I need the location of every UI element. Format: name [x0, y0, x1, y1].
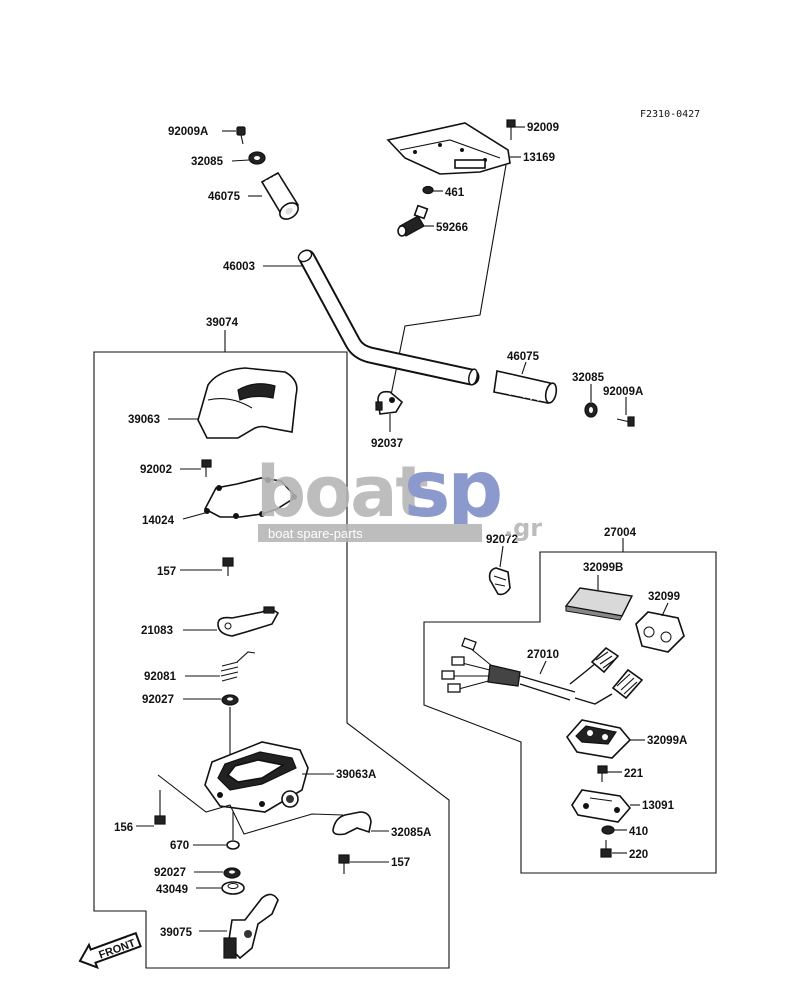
label-43049: 43049	[156, 884, 188, 896]
label-156: 156	[114, 822, 133, 834]
diagram-code: F2310-0427	[640, 109, 700, 120]
spring-92081	[220, 651, 256, 682]
label-32085-left: 32085	[191, 156, 224, 168]
label-220: 220	[629, 849, 648, 861]
label-59266: 59266	[436, 222, 468, 234]
label-32099A: 32099A	[647, 735, 687, 747]
clip-92072	[488, 567, 511, 596]
label-13091: 13091	[642, 800, 675, 812]
label-461: 461	[445, 187, 465, 199]
grip-46075-left	[260, 171, 300, 220]
clamp-92037	[375, 390, 404, 415]
bracket-13169	[386, 122, 511, 175]
assembly-outline-27004	[423, 551, 717, 874]
screw-157-b	[338, 854, 350, 874]
label-92002: 92002	[140, 464, 172, 476]
housing-32099A	[565, 719, 632, 759]
plate-21083	[217, 606, 280, 637]
label-46075-right: 46075	[507, 351, 540, 363]
label-32099B: 32099B	[583, 562, 623, 574]
label-14024: 14024	[142, 515, 175, 527]
screw-92002	[201, 459, 212, 477]
label-92009A-left: 92009A	[168, 126, 208, 138]
label-92009-top: 92009	[527, 122, 559, 134]
block-32099	[635, 611, 685, 653]
washer-32085-left	[248, 151, 266, 165]
handlebar-46003	[297, 249, 480, 386]
nut-92027-b	[223, 867, 241, 879]
label-92027-b: 92027	[154, 867, 186, 879]
fitting-59266	[397, 204, 429, 237]
watermark-logo: boat sp .gr boat spare-parts	[256, 445, 542, 542]
connector-lower	[611, 668, 644, 700]
label-46003: 46003	[223, 261, 255, 273]
label-221: 221	[624, 768, 644, 780]
label-157-b: 157	[391, 857, 410, 869]
label-92081: 92081	[144, 671, 177, 683]
label-39063: 39063	[128, 414, 160, 426]
label-27010: 27010	[527, 649, 559, 661]
assembly-outline-39074	[93, 351, 450, 969]
bolt-92009A-right	[616, 416, 635, 427]
grip-46075-right	[493, 370, 558, 404]
front-arrow-icon: FRONT	[78, 931, 142, 970]
washer-32085-right	[584, 402, 598, 418]
screw-220	[600, 840, 612, 858]
label-32099: 32099	[648, 591, 680, 603]
gasket-14024	[203, 477, 298, 519]
plate-13091	[571, 789, 632, 823]
harness-27010	[441, 637, 644, 705]
connector-upper	[590, 646, 620, 674]
lever-39075	[223, 893, 279, 960]
cap-32085A	[332, 811, 372, 836]
label-46075-left: 46075	[208, 191, 241, 203]
watermark-tld: .gr	[504, 514, 542, 542]
screw-157-a	[222, 557, 234, 576]
label-27004: 27004	[604, 527, 637, 539]
label-157-a: 157	[157, 566, 176, 578]
screw-221	[597, 765, 608, 782]
label-670: 670	[170, 840, 189, 852]
label-39075: 39075	[160, 927, 193, 939]
label-92027-a: 92027	[142, 694, 174, 706]
washer-461	[422, 185, 434, 195]
label-39063A: 39063A	[336, 769, 376, 781]
oring-670	[226, 840, 240, 850]
label-32085A: 32085A	[391, 827, 431, 839]
washer-410	[601, 825, 615, 835]
cover-39063	[197, 367, 298, 439]
label-13169: 13169	[523, 152, 555, 164]
label-92009A-right: 92009A	[603, 386, 643, 398]
housing-39063A	[204, 741, 309, 813]
bolt-92009A-left	[236, 126, 246, 145]
nut-92027-a	[221, 694, 239, 706]
watermark-brand-accent: sp	[404, 445, 500, 535]
bolt-92009-top	[506, 119, 516, 140]
watermark-brand: boat	[256, 451, 427, 533]
screw-156	[154, 790, 166, 825]
pad-32099B	[564, 587, 634, 621]
label-39074: 39074	[206, 317, 239, 329]
label-410: 410	[629, 826, 648, 838]
label-92072: 92072	[486, 534, 518, 546]
label-32085-right: 32085	[572, 372, 605, 384]
label-21083: 21083	[141, 625, 173, 637]
bushing-43049	[221, 881, 245, 895]
watermark-tagline: boat spare-parts	[268, 526, 363, 541]
label-92037: 92037	[371, 438, 403, 450]
